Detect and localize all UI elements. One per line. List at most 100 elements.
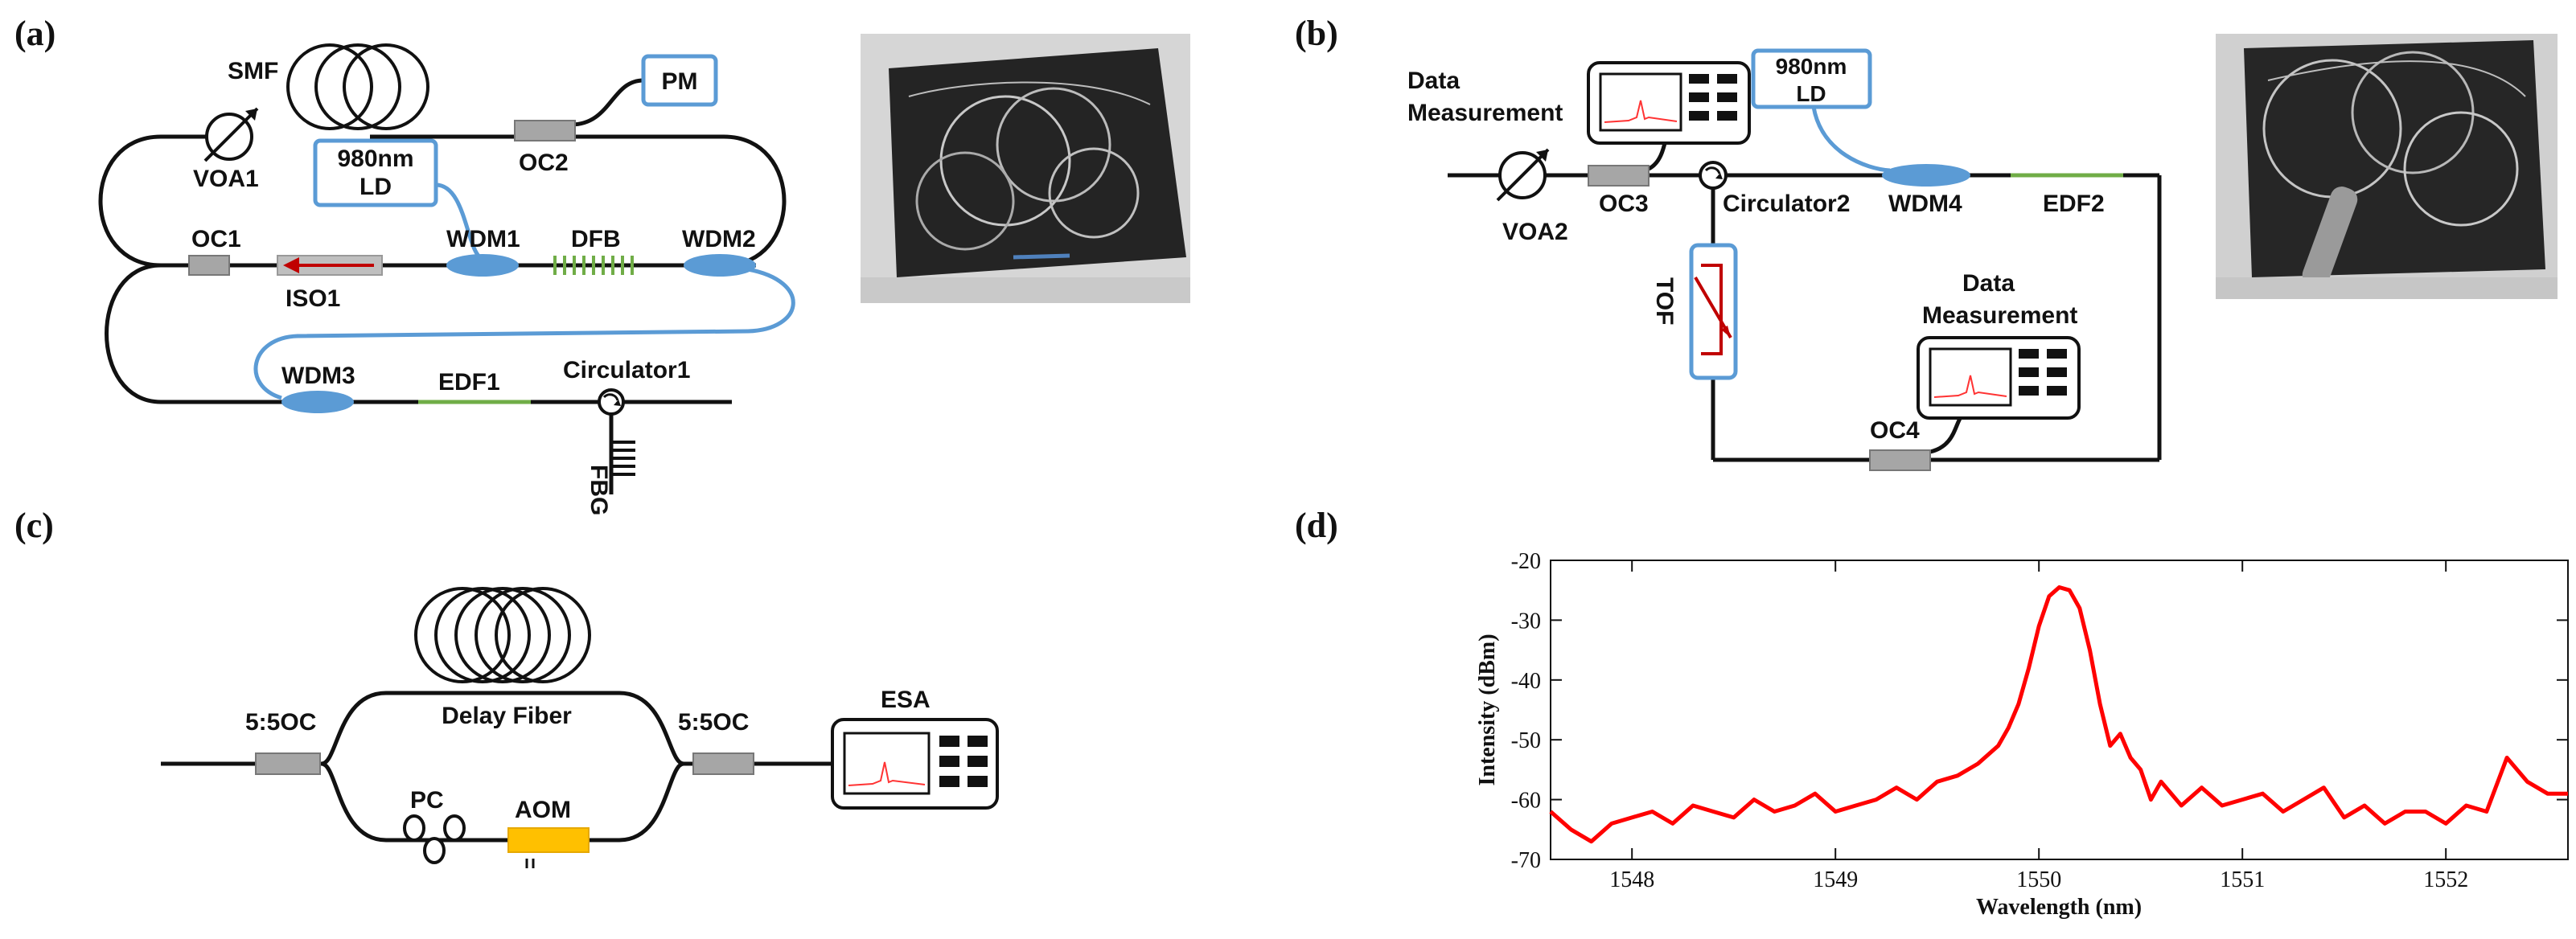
y-tick-label: -50: [1511, 728, 1541, 753]
coupler-oc4: [1869, 449, 1931, 471]
label-circulator1: Circulator1: [563, 357, 690, 383]
fiber-a-top: [98, 134, 241, 268]
fiber-c-lower: [321, 761, 684, 843]
label-smf: SMF: [228, 58, 278, 84]
panel-c: (c) Delay Fiber 5:5OC 5:5OC PC AOM: [14, 506, 999, 868]
x-tick-labels: 1548 1549 1550 1551 1552: [1609, 867, 2468, 892]
label-wdm2: WDM2: [682, 226, 756, 252]
label-dm1-1: Data: [1407, 68, 1460, 94]
label-delay-fiber: Delay Fiber: [442, 703, 572, 729]
fbg-grating: [611, 441, 635, 476]
setup-photo-b: [2216, 34, 2558, 299]
x-tick-label: 1551: [2220, 867, 2265, 892]
pm-box: [641, 54, 718, 107]
label-dm1-2: Measurement: [1407, 100, 1563, 126]
label-wdm3: WDM3: [281, 363, 355, 389]
osa-device-2: [1917, 336, 2081, 420]
ld-box-b: [1751, 48, 1872, 109]
osa-device-1: [1587, 61, 1751, 145]
coupler-oc2: [514, 120, 576, 141]
y-tick-label: -30: [1511, 609, 1541, 634]
coupler-oc3: [1588, 165, 1650, 187]
spectrum-series-line: [1549, 585, 2568, 844]
ld-box-a: [313, 138, 438, 207]
y-tick-label: -70: [1511, 848, 1541, 873]
y-tick-label: -60: [1511, 789, 1541, 814]
wdm3: [281, 391, 354, 413]
label-edf2: EDF2: [2043, 191, 2105, 217]
label-oc4: OC4: [1870, 417, 1920, 444]
dfb-grating: [553, 256, 634, 275]
x-tick-label: 1552: [2423, 867, 2468, 892]
fiber-a-pm: [570, 78, 644, 127]
coupler-oc1: [188, 255, 230, 276]
label-voa1: VOA1: [193, 166, 259, 192]
label-circulator2: Circulator2: [1723, 191, 1850, 217]
setup-photo-a: [861, 34, 1190, 303]
x-tick-label: 1549: [1813, 867, 1858, 892]
wdm4: [1882, 164, 1970, 187]
wdm1: [446, 254, 519, 277]
esa-device: [831, 718, 999, 810]
label-esa: ESA: [881, 687, 931, 713]
aom: [507, 827, 590, 868]
panel-b-label: (b): [1295, 14, 1338, 53]
label-edf1: EDF1: [438, 369, 500, 396]
y-tick-label: -40: [1511, 669, 1541, 694]
label-fbg: FBG: [585, 465, 612, 515]
coupler-c-right: [692, 752, 754, 775]
label-ld-b-1: 980nm: [1776, 54, 1847, 79]
pump-ld-wdm4: [1811, 106, 1891, 173]
label-oc1: OC1: [191, 226, 241, 252]
label-dm2-2: Measurement: [1922, 302, 2077, 329]
label-c-oc-right: 5:5OC: [678, 709, 749, 736]
smf-coil: [286, 43, 429, 130]
label-wdm1: WDM1: [446, 226, 520, 252]
label-pm: PM: [662, 68, 698, 95]
panel-a: (a) SMF VOA1 OC2 PM 980nm LD: [14, 14, 1190, 515]
panel-a-label: (a): [14, 14, 55, 53]
coupler-c-left: [255, 752, 321, 775]
wdm2: [684, 254, 756, 277]
voa1-symbol: [203, 107, 259, 162]
panel-d: (d) 1548 1549 1550 1551 1552 -20 -30 -40 -50 -60…: [1295, 506, 2569, 920]
label-aom: AOM: [515, 797, 571, 823]
panel-b: (b) VOA2 OC3 Data Measurement: [1295, 14, 2558, 471]
label-voa2: VOA2: [1502, 219, 1568, 245]
label-ld-b-2: LD: [1796, 81, 1826, 106]
label-pc: PC: [410, 787, 444, 814]
label-dfb: DFB: [571, 226, 621, 252]
tof-filter: [1689, 243, 1738, 380]
label-oc3: OC3: [1599, 191, 1649, 217]
x-axis-label: Wavelength (nm): [1976, 895, 2142, 920]
axis-ticks: [1551, 560, 2568, 860]
label-ld-a-1: 980nm: [337, 146, 413, 172]
delay-fiber-coil: [414, 587, 591, 683]
circulator1: [598, 388, 625, 416]
pump-wdm2-wdm3: [253, 267, 795, 400]
fiber-a-lower: [105, 263, 732, 404]
y-tick-label: -20: [1511, 549, 1541, 574]
fiber-b-dm2: [1929, 412, 1965, 454]
fiber-a-top-right: [370, 134, 787, 268]
label-dm2-1: Data: [1962, 270, 2015, 297]
voa2-symbol: [1496, 148, 1550, 202]
label-c-oc-left: 5:5OC: [245, 709, 316, 736]
y-axis-label: Intensity (dBm): [1475, 634, 1500, 785]
y-tick-labels: -20 -30 -40 -50 -60 -70: [1511, 549, 1541, 873]
label-tof: TOF: [1651, 277, 1678, 325]
polarization-controller: [403, 814, 466, 864]
circulator2: [1699, 161, 1728, 190]
label-ld-a-2: LD: [359, 174, 392, 200]
panel-d-label: (d): [1295, 506, 1338, 545]
label-oc2: OC2: [519, 150, 569, 176]
fiber-c-upper: [321, 691, 684, 766]
label-iso1: ISO1: [286, 285, 340, 312]
x-tick-label: 1550: [2016, 867, 2061, 892]
label-wdm4: WDM4: [1888, 191, 1962, 217]
isolator-iso1: [277, 255, 383, 276]
panel-c-label: (c): [14, 506, 54, 545]
plot-frame: [1550, 560, 2569, 860]
x-tick-label: 1548: [1609, 867, 1654, 892]
